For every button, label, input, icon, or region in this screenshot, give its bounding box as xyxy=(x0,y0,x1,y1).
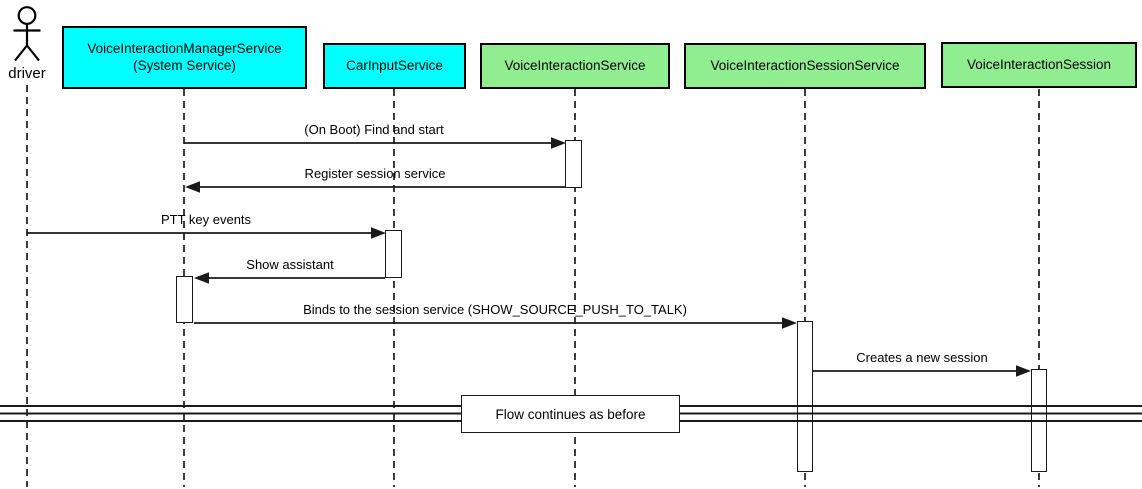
activation-voiceinteractionservice xyxy=(565,140,582,188)
message-label-register-session-service: Register session service xyxy=(304,166,446,181)
arrowhead-right-icon xyxy=(371,227,386,239)
arrowhead-right-icon xyxy=(782,317,797,329)
participant-voiceinteractionservice: VoiceInteractionService xyxy=(480,43,670,89)
activation-voiceinteractionsessionservice xyxy=(797,321,813,472)
activation-voiceinteractionmanagerservice xyxy=(176,276,193,323)
message-arrowheads xyxy=(185,137,1031,377)
message-label-on-boot-find-and-start: (On Boot) Find and start xyxy=(304,122,444,137)
arrowhead-left-icon xyxy=(194,272,209,284)
arrowhead-left-icon xyxy=(185,181,200,193)
activation-carinputservice xyxy=(385,230,402,278)
message-label-show-assistant: Show assistant xyxy=(246,257,334,272)
participant-label: VoiceInteractionService xyxy=(504,57,646,73)
message-label-ptt-key-events: PTT key events xyxy=(160,212,252,227)
actor-icon xyxy=(13,6,41,62)
arrowhead-right-icon xyxy=(1016,365,1031,377)
participant-voiceinteractionmanagerservice: VoiceInteractionManagerService (System S… xyxy=(62,26,307,89)
participant-label: CarInputService xyxy=(346,57,443,73)
actor-label: driver xyxy=(8,65,46,82)
participant-voiceinteractionsession: VoiceInteractionSession xyxy=(941,42,1137,88)
message-label-creates-a-new-session: Creates a new session xyxy=(856,350,988,365)
participant-voiceinteractionsessionservice: VoiceInteractionSessionService xyxy=(684,43,926,89)
participant-label: VoiceInteractionSession xyxy=(966,56,1112,72)
participant-label: VoiceInteractionSessionService xyxy=(710,57,900,73)
message-lines xyxy=(27,142,1017,372)
arrowhead-right-icon xyxy=(551,137,566,149)
participant-label: VoiceInteractionManagerService (System S… xyxy=(87,40,282,73)
divider-note-label: Flow continues as before xyxy=(495,406,646,422)
message-label-binds-to-session-service: Binds to the session service (SHOW_SOURC… xyxy=(303,302,687,317)
divider-note: Flow continues as before xyxy=(461,395,680,433)
participant-carinputservice: CarInputService xyxy=(323,43,466,89)
